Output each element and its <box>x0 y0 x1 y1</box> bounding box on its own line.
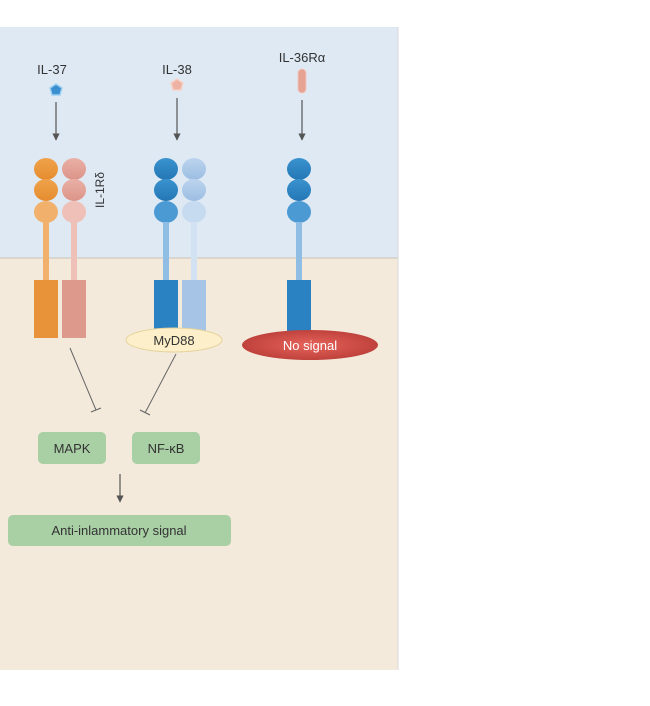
mapk-box <box>38 432 106 464</box>
il37-ligand-icon <box>49 83 63 96</box>
nfkb-label: NF-κB <box>148 441 185 456</box>
no-signal-label: No signal <box>283 338 337 353</box>
myd88-label: MyD88 <box>153 333 194 348</box>
il1r8-receptor-chain <box>62 158 86 338</box>
mapk-inhibition-line <box>69 347 102 413</box>
mapk-label: MAPK <box>54 441 91 456</box>
il37-receptor-complex <box>34 158 86 338</box>
ligand-label-il36ra: IL-36Rα <box>279 50 326 65</box>
nfkb-inhibition-line <box>139 353 177 416</box>
ligand-label-il37: IL-37 <box>37 62 67 77</box>
receptor-label-il1r8: IL-1Rδ <box>93 172 107 208</box>
ligand-label-il38: IL-38 <box>162 62 192 77</box>
myd88-adaptor <box>125 327 223 353</box>
no-signal-ellipse <box>242 330 378 360</box>
il38-ligand-icon <box>170 78 184 91</box>
anti-inflammatory-box <box>8 515 231 546</box>
il36ra-receptor <box>287 158 311 338</box>
il36ra-ligand-icon <box>297 68 307 94</box>
orange-receptor-chain <box>34 158 58 338</box>
nfkb-box <box>132 432 200 464</box>
anti-inflammatory-label: Anti-inlammatory signal <box>51 523 186 538</box>
